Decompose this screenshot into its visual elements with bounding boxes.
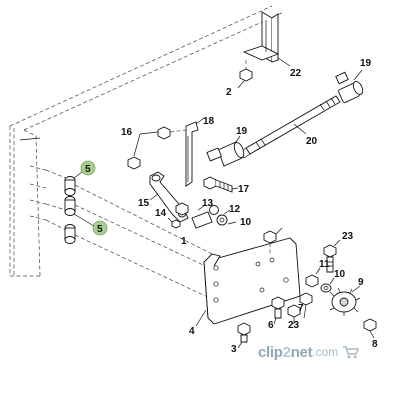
nut-1 <box>263 227 283 256</box>
bolt-6 <box>271 296 285 325</box>
watermark-text-clip: clip <box>258 343 283 361</box>
callout-5-lower: 5 <box>97 224 103 235</box>
bolt-7 <box>299 292 313 319</box>
callout-8: 8 <box>372 339 378 350</box>
spacer-5-group <box>45 169 215 301</box>
callout-20: 20 <box>306 136 318 147</box>
lever-18 <box>185 117 205 187</box>
callout-12: 12 <box>229 204 241 215</box>
callout-16: 16 <box>121 127 133 138</box>
callout-19-lower: 19 <box>236 126 248 137</box>
callout-2: 2 <box>226 87 232 98</box>
callout-19-top: 19 <box>360 58 372 69</box>
nut-16-group <box>127 126 187 170</box>
callout-10-mid: 10 <box>240 217 252 228</box>
callout-5-upper: 5 <box>85 164 91 175</box>
callout-22: 22 <box>290 68 302 79</box>
callout-18: 18 <box>203 116 215 127</box>
hardware-13-14-12 <box>167 202 237 229</box>
bracket-22 <box>242 11 291 67</box>
watermark-text-2: 2 <box>282 343 291 361</box>
cart-icon <box>343 346 360 359</box>
callout-13: 13 <box>202 198 214 209</box>
callout-15: 15 <box>138 198 150 209</box>
callout-14: 14 <box>155 208 167 219</box>
spacer-lower <box>64 224 76 244</box>
callout-highlight-5-upper <box>80 160 96 176</box>
callout-1: 1 <box>181 236 187 247</box>
callout-23-upper: 23 <box>342 231 354 242</box>
bolt-23-upper <box>323 239 341 273</box>
bolt-3 <box>237 322 251 349</box>
frame-panel <box>9 5 285 277</box>
bushing-19-lower <box>206 135 245 167</box>
callout-3: 3 <box>231 344 237 355</box>
panel-holes <box>29 165 47 221</box>
sprocket-9 <box>329 285 361 316</box>
bolt-8 <box>363 318 377 339</box>
watermark-text-net: net <box>290 343 313 361</box>
rod-20 <box>239 95 341 159</box>
spacer-upper <box>64 176 76 196</box>
plate-4 <box>195 237 301 327</box>
callout-11: 11 <box>319 259 330 270</box>
callout-10-right: 10 <box>334 269 346 280</box>
nut-2 <box>237 60 253 89</box>
bolt-17 <box>203 176 239 193</box>
callout-highlight-5-lower <box>92 220 108 236</box>
nut-11 <box>305 267 321 288</box>
callout-9: 9 <box>358 277 364 288</box>
nut-23-lower <box>287 304 301 324</box>
callout-4: 4 <box>189 326 195 337</box>
callout-23-lower: 23 <box>288 320 300 331</box>
washer-10-right <box>320 277 335 293</box>
callout-17: 17 <box>238 184 250 195</box>
watermark-text-domain: .com <box>312 345 339 359</box>
callout-6: 6 <box>268 320 274 331</box>
spacer-middle <box>64 196 76 216</box>
callout-7: 7 <box>298 303 304 314</box>
bushing-19-top <box>335 69 364 103</box>
